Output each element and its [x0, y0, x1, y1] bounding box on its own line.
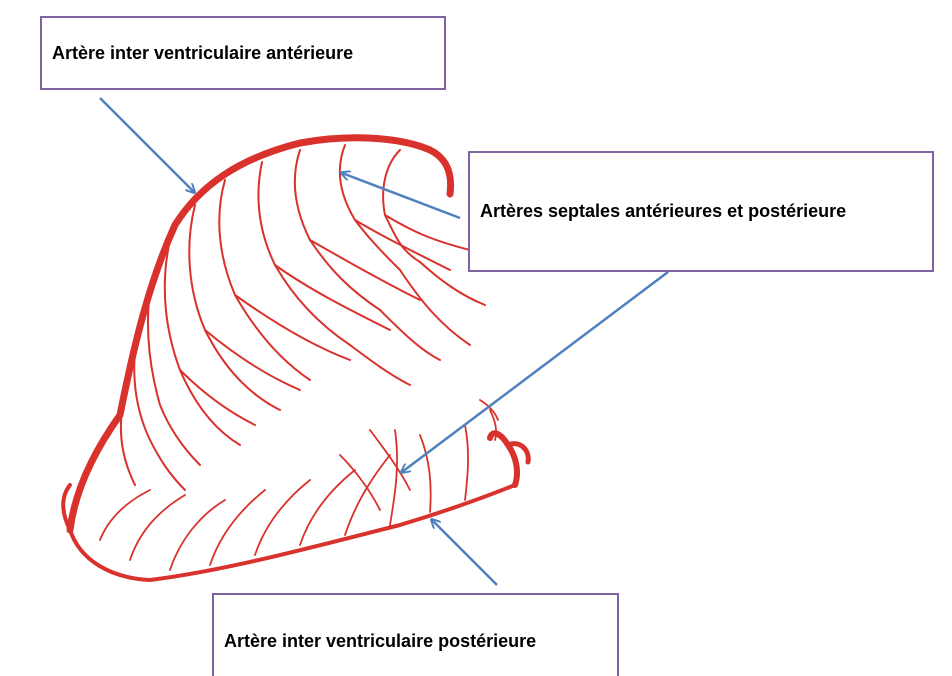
label-text: Artères septales antérieures et postérie… [480, 201, 847, 221]
anterior-septal-branches [119, 144, 486, 491]
posterior-interventricular-artery [68, 430, 531, 582]
arrow-anterior-interventricular [99, 97, 194, 192]
arrow-posterior-interventricular [432, 520, 498, 586]
arrow-anterior-septal [342, 173, 461, 220]
label-text: Artère inter ventriculaire postérieure [224, 631, 537, 651]
label-septal-arteries: Artères septales antérieures et postérie… [468, 151, 934, 272]
arrow-posterior-septal [402, 271, 669, 472]
posterior-septal-branches [99, 399, 499, 571]
pointer-arrows [99, 97, 669, 586]
label-anterior-interventricular-artery: Artère inter ventriculaire antérieure [40, 16, 446, 90]
label-posterior-interventricular-artery: Artère inter ventriculaire postérieure [212, 593, 619, 676]
anterior-interventricular-artery [61, 134, 455, 534]
label-text: Artère inter ventriculaire antérieure [52, 42, 354, 63]
